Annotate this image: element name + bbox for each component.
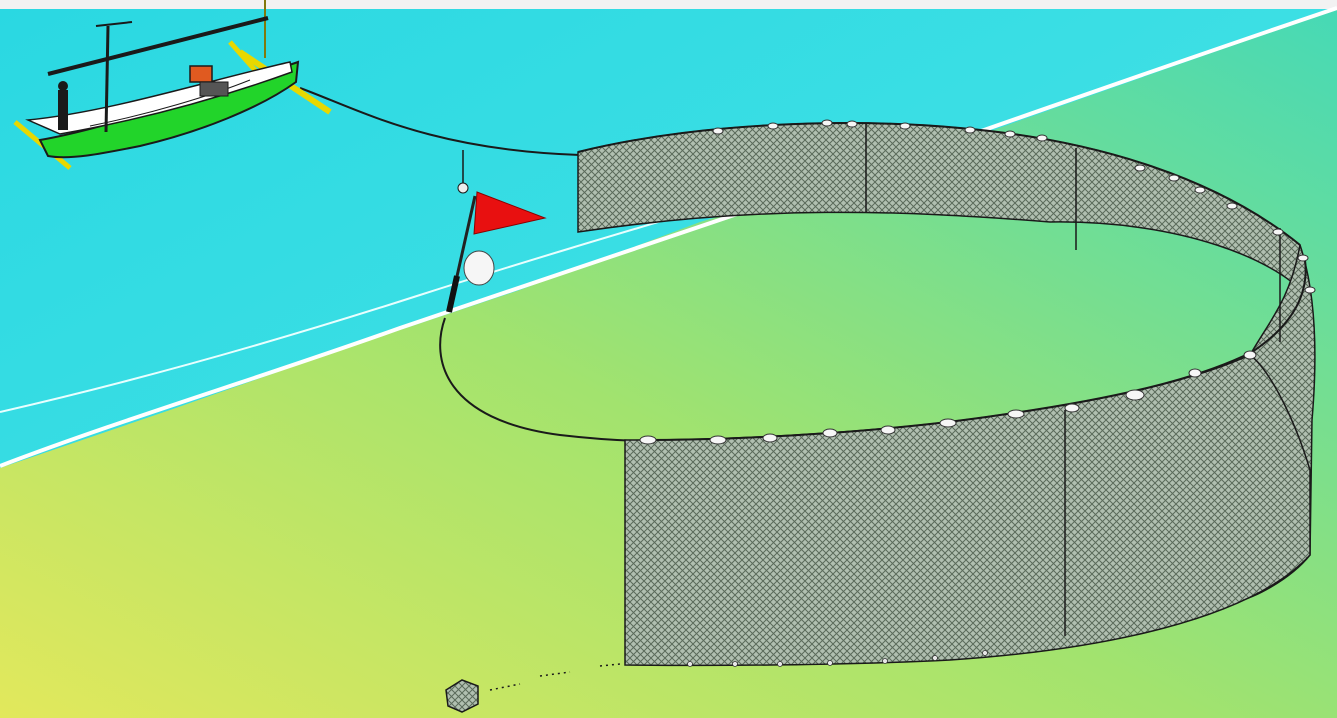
- float: [1135, 165, 1145, 171]
- float: [822, 120, 832, 126]
- float: [763, 434, 777, 442]
- float: [713, 128, 723, 134]
- top-border: [0, 0, 1337, 9]
- float: [1273, 229, 1283, 235]
- crew-head: [58, 81, 68, 91]
- float: [710, 436, 726, 444]
- float: [823, 429, 837, 437]
- float: [1189, 369, 1201, 377]
- engine: [190, 66, 212, 82]
- float: [1005, 131, 1015, 137]
- float: [881, 426, 895, 434]
- float: [965, 127, 975, 133]
- float: [1244, 351, 1256, 359]
- float: [640, 436, 656, 444]
- float: [1305, 287, 1315, 293]
- winch: [200, 82, 228, 96]
- float: [940, 419, 956, 427]
- float: [1008, 410, 1024, 418]
- float: [1037, 135, 1047, 141]
- float: [1065, 404, 1079, 412]
- buoy-float: [464, 251, 494, 285]
- float: [900, 123, 910, 129]
- float: [1169, 175, 1179, 181]
- marker-buoy: [458, 183, 468, 193]
- float: [1298, 255, 1308, 261]
- float: [1195, 187, 1205, 193]
- float: [847, 121, 857, 127]
- float: [1227, 203, 1237, 209]
- mast: [106, 26, 108, 132]
- float: [768, 123, 778, 129]
- float: [1126, 390, 1144, 400]
- crew-figure: [58, 90, 68, 130]
